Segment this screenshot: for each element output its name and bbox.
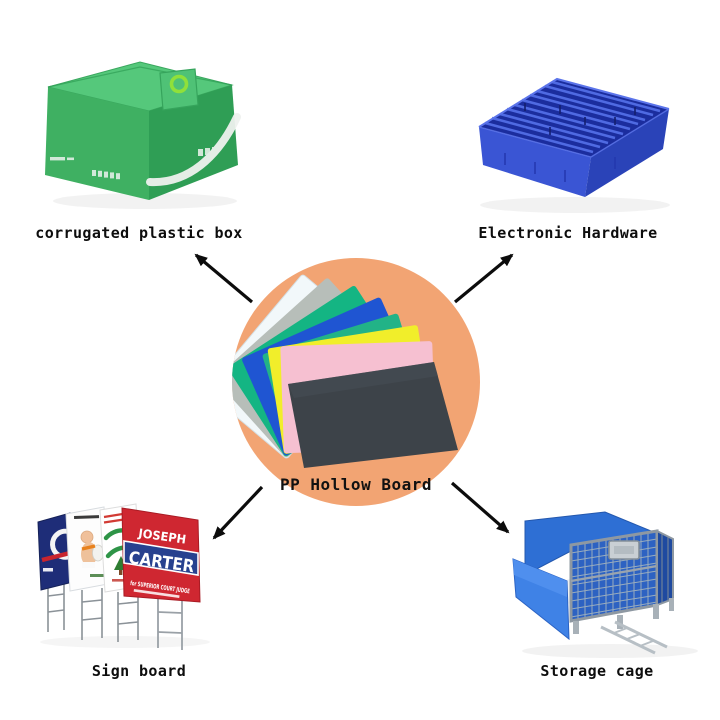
green-box-front-face <box>45 87 149 200</box>
caption-storage-cage: Storage cage <box>540 662 654 680</box>
crate-divider-fins <box>484 80 661 154</box>
center-node: PP Hollow Board <box>232 258 480 506</box>
green-box-side-face <box>149 85 238 200</box>
corrugated-plastic-box-image <box>45 61 241 209</box>
white-swoosh-stripe <box>146 113 241 187</box>
cage-label-plate <box>608 540 640 560</box>
sign-board-image: JOSEPH CARTER for SUPERIOR COURT JUDGE <box>37 503 210 650</box>
arrow-to-corrugated-plastic-box <box>194 253 254 304</box>
arrow-to-sign-board <box>212 485 264 540</box>
sheet-black-sheen <box>288 362 438 398</box>
latch-ring-icon <box>169 74 189 94</box>
electronic-hardware-crate-image <box>478 77 670 213</box>
crate-shadow <box>480 197 670 213</box>
box-shadow <box>53 193 237 209</box>
cage-left-panel-top <box>513 559 567 597</box>
campaign-sign-top-name: JOSEPH <box>137 526 187 547</box>
face-slots <box>504 153 616 182</box>
cage-fork-ladder <box>600 620 668 655</box>
sign-stakes <box>47 582 139 642</box>
fin-notches <box>524 103 636 135</box>
caption-sign-board: Sign board <box>91 662 187 680</box>
lid-seam <box>47 66 233 88</box>
center-label: PP Hollow Board <box>280 475 432 494</box>
rim-front-highlight <box>478 108 670 158</box>
caption-corrugated-plastic-box: corrugated plastic box <box>35 224 243 242</box>
cage-shadow <box>522 644 698 658</box>
caption-electronic-hardware: Electronic Hardware <box>478 224 658 242</box>
arrow-to-storage-cage <box>450 481 510 534</box>
front-sign-stake <box>157 598 183 650</box>
arrow-to-electronic-hardware <box>453 253 514 304</box>
box-print-marks <box>50 147 217 180</box>
pp-sheets-fan-image <box>232 274 458 468</box>
baby-photo-sign <box>65 506 109 592</box>
campaign-name-band <box>123 540 199 576</box>
latch-flap <box>159 68 199 111</box>
crate-side-face <box>585 109 669 197</box>
cage-legs <box>573 598 674 634</box>
rim-highlight <box>478 77 670 128</box>
campaign-sign: JOSEPH CARTER for SUPERIOR COURT JUDGE <box>121 507 201 603</box>
campaign-sign-url-line <box>133 589 180 598</box>
sheet-fan <box>232 274 458 468</box>
storage-cage-image <box>512 511 698 658</box>
